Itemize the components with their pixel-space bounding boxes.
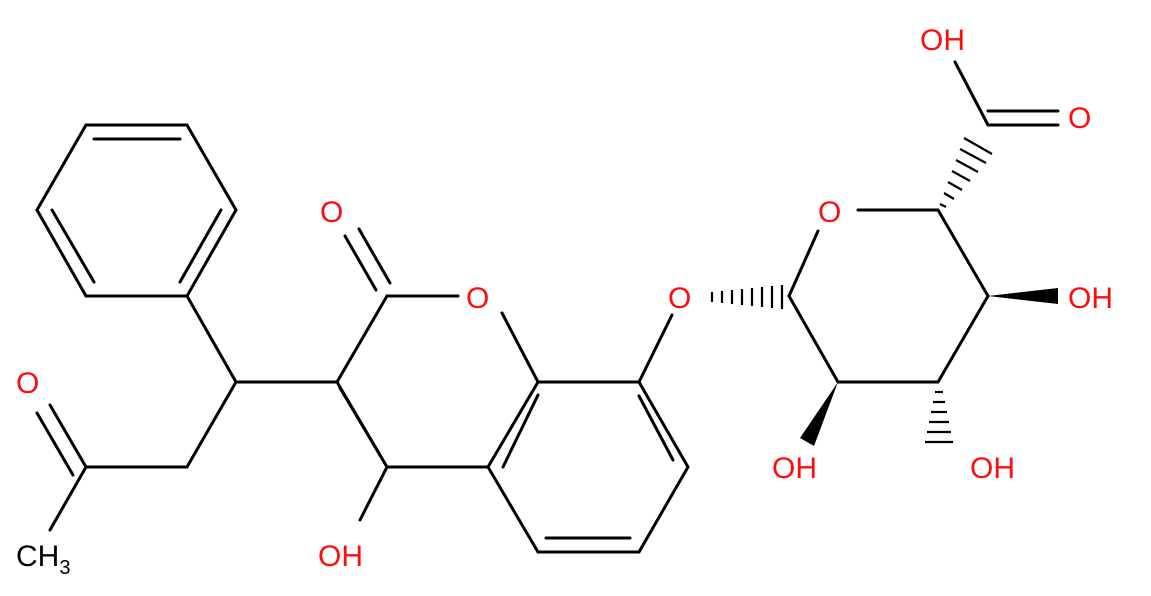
oh-c2-label: OH	[772, 452, 817, 485]
ch3-subscript: 3	[59, 557, 70, 579]
o-carbonyl-lactone-label: O	[320, 196, 343, 229]
o-glycosidic-label: O	[668, 282, 691, 315]
glycosidic-hash-bond	[710, 285, 784, 309]
o-lactone-ring-label: O	[466, 282, 489, 315]
oh-c3-label: OH	[970, 452, 1015, 485]
c4-wedge-bond	[988, 288, 1058, 304]
pyranone-ring	[335, 227, 540, 522]
ch3-label: CH3	[16, 540, 70, 579]
carboxyl-hash-bond	[939, 137, 993, 208]
glucuronide-ring	[710, 60, 1060, 446]
benzo-ring	[486, 313, 690, 554]
o-ring-sugar-label: O	[818, 196, 841, 229]
oh-c4-label: OH	[1068, 282, 1113, 315]
oh-carboxyl-label: OH	[920, 24, 965, 57]
c2-wedge-bond	[800, 382, 838, 446]
side-chain	[35, 294, 339, 532]
oh-coumarin-label: OH	[318, 540, 363, 573]
phenyl-ring	[35, 123, 238, 298]
ch3-main: CH	[16, 540, 59, 573]
o-ketone-label: O	[16, 367, 39, 400]
atom-labels: OH O O OH OH OH O O O OH O CH3	[16, 24, 1113, 579]
c3-hash-bond	[925, 390, 953, 444]
o-carboxyl-label: O	[1068, 102, 1091, 135]
